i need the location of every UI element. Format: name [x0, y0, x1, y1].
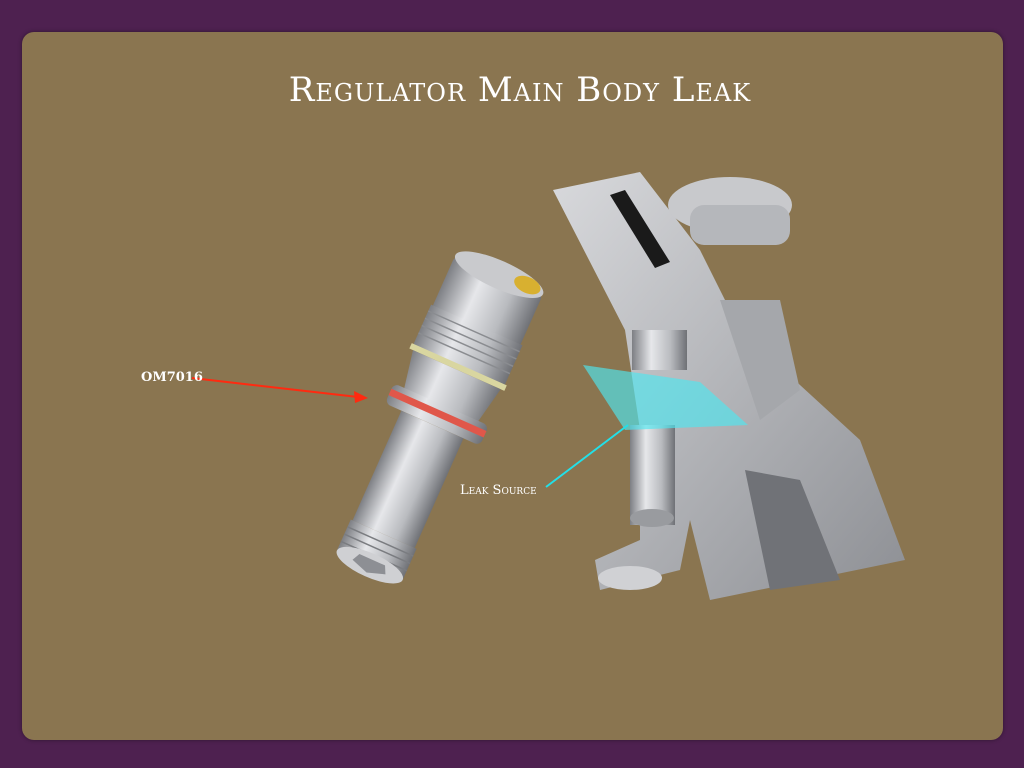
- om7016-arrow: [191, 377, 368, 403]
- slide-panel: [22, 32, 1003, 740]
- slide-title: Regulator Main Body Leak: [288, 70, 752, 110]
- o-ring-om7016: [388, 388, 487, 438]
- gun-body-part: [553, 172, 905, 600]
- leak-source-label: Leak Source: [460, 483, 537, 498]
- leak-source-line: [545, 424, 629, 488]
- regulator-part: [336, 251, 544, 584]
- leak-plane: [583, 365, 748, 430]
- om7016-label: OM7016: [141, 370, 203, 385]
